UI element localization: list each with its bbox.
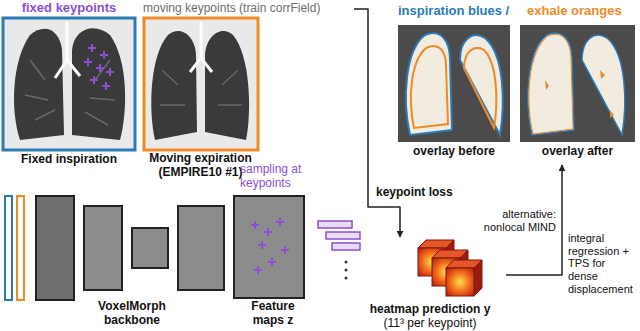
feature-block: sampling at keypointsFeature maps z	[232, 163, 318, 328]
block-note: sampling at keypoints	[240, 163, 318, 191]
ct-frame	[144, 18, 258, 150]
block-sublabel: (11³ per keypoint)	[355, 317, 505, 331]
overlay-ground	[398, 25, 510, 142]
lung-inspiration	[528, 33, 574, 135]
input-fixed	[5, 196, 12, 300]
network-block: VoxelMorph backbone	[32, 192, 228, 328]
keypoint-marks	[251, 218, 289, 274]
airway	[190, 22, 212, 72]
arrow-connector	[354, 9, 400, 237]
feature-map	[234, 196, 304, 298]
keypoint-marks	[84, 44, 114, 90]
feature-vector	[332, 243, 360, 250]
legend-text: inspiration blues /	[398, 4, 524, 19]
ellipsis-dot	[345, 261, 348, 264]
image-panel: fixed keypointsFixed inspiration	[2, 0, 136, 170]
conv-layer	[132, 228, 168, 268]
lung	[14, 29, 64, 140]
feature-vector	[326, 232, 360, 239]
image-panel: moving keypoints (train corrField)Moving…	[143, 0, 353, 182]
cube-side	[474, 260, 482, 296]
overlay-before-image	[398, 25, 510, 142]
lung-expiration	[529, 34, 573, 134]
panel-caption: overlay after	[520, 145, 635, 159]
lung-inspiration	[460, 35, 503, 135]
lung-expiration	[411, 46, 448, 128]
overlay-ground	[520, 25, 635, 142]
legend-text: exhale oranges	[527, 4, 633, 19]
heatmap-cube	[446, 260, 482, 296]
cube-front	[446, 268, 474, 296]
note-label: alternative: nonlocal MIND	[478, 208, 556, 233]
loss-label: keypoint loss	[376, 186, 460, 200]
block-label: heatmap prediction y	[355, 303, 505, 317]
lung	[205, 31, 249, 140]
vessels	[25, 60, 115, 125]
lung-inspiration	[406, 33, 452, 135]
ellipsis-dot	[345, 277, 348, 280]
heatmap-block: heatmap prediction y(11³ per keypoint)	[355, 238, 505, 331]
vessels	[160, 70, 242, 105]
edge-label: integral regression + TPS for dense disp…	[568, 232, 636, 295]
lung-inspiration	[582, 35, 625, 135]
image-panel: overlay after	[520, 25, 635, 163]
input-moving	[17, 196, 24, 300]
lung	[72, 28, 125, 140]
airway	[55, 22, 80, 78]
residual-patches	[545, 70, 614, 118]
panel-heading: fixed keypoints	[2, 1, 136, 16]
moving-ct-image	[144, 18, 258, 150]
overlay-after-image	[520, 25, 635, 142]
lung	[151, 31, 197, 140]
panel-heading: moving keypoints (train corrField)	[143, 2, 353, 16]
ct-frame	[3, 18, 135, 150]
lung-expiration	[464, 48, 496, 128]
block-label: Feature maps z	[243, 300, 303, 328]
panel-caption: Fixed inspiration	[2, 153, 136, 167]
image-panel: overlay before	[398, 25, 510, 163]
conv-layer	[84, 206, 122, 290]
panel-caption: overlay before	[398, 145, 510, 159]
fixed-ct-image	[3, 18, 135, 150]
conv-layer	[36, 196, 74, 300]
conv-layer	[178, 206, 224, 290]
block-label: VoxelMorph backbone	[82, 300, 182, 328]
feature-vector	[318, 221, 352, 228]
ellipsis-dot	[345, 269, 348, 272]
